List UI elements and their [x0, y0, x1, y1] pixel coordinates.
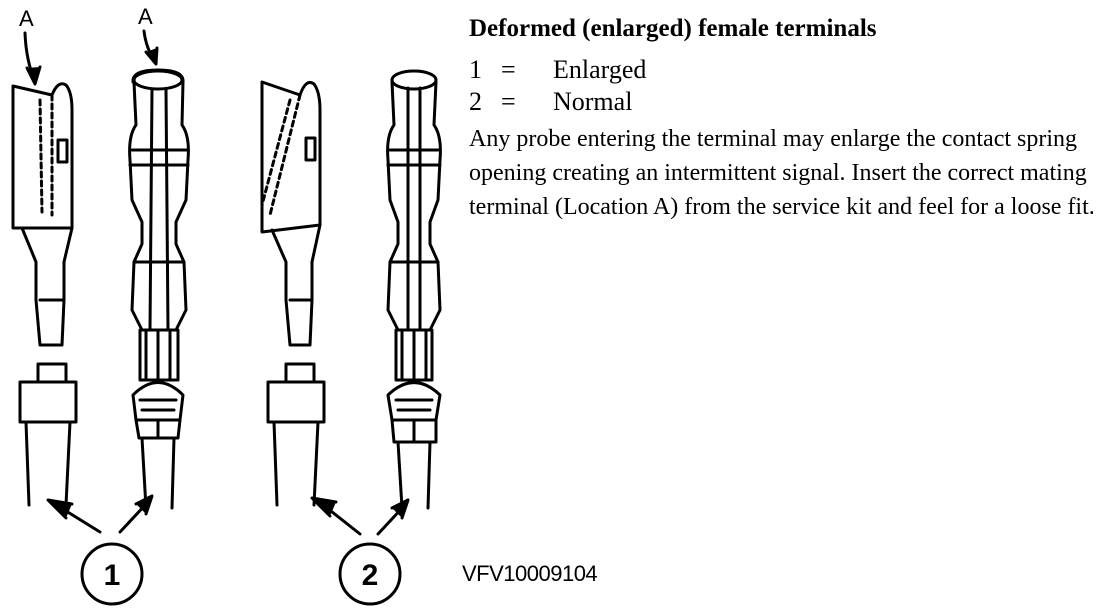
- figure-title: Deformed (enlarged) female terminals: [469, 15, 877, 42]
- location-a-arrow-right: [142, 29, 159, 66]
- legend-row-2: 2 = Normal: [469, 86, 1114, 118]
- callout-1-arrows: [46, 494, 154, 534]
- callout-2-label: 2: [362, 559, 379, 592]
- terminal-illustration: A A: [11, 4, 442, 606]
- figure-code: VFV10009104: [462, 561, 598, 586]
- location-a-arrow-left: [23, 31, 42, 86]
- legend-label: Enlarged: [553, 55, 647, 84]
- legend-equals: =: [501, 55, 516, 84]
- legend-row-1: 1 = Enlarged: [469, 54, 1114, 86]
- legend-label: Normal: [553, 87, 633, 116]
- legend-number: 1: [469, 55, 482, 84]
- callout-1-label: 1: [104, 559, 121, 592]
- terminal-1-front-view: [128, 68, 190, 510]
- legend-equals: =: [501, 87, 516, 116]
- location-a-label-right: A: [138, 4, 153, 29]
- terminal-1-side-view: [11, 82, 78, 507]
- callout-2-circle: [338, 542, 402, 606]
- description-text: Any probe entering the terminal may enla…: [469, 126, 1095, 220]
- terminal-2-front-view: [386, 69, 442, 510]
- location-a-label-left: A: [19, 6, 34, 31]
- text-block: Deformed (enlarged) female terminals 1 = E…: [469, 14, 1114, 224]
- terminal-2-side-view: [260, 80, 326, 507]
- legend-number: 2: [469, 87, 482, 116]
- callout-1-circle: [80, 542, 144, 606]
- callout-2-arrows: [310, 496, 410, 536]
